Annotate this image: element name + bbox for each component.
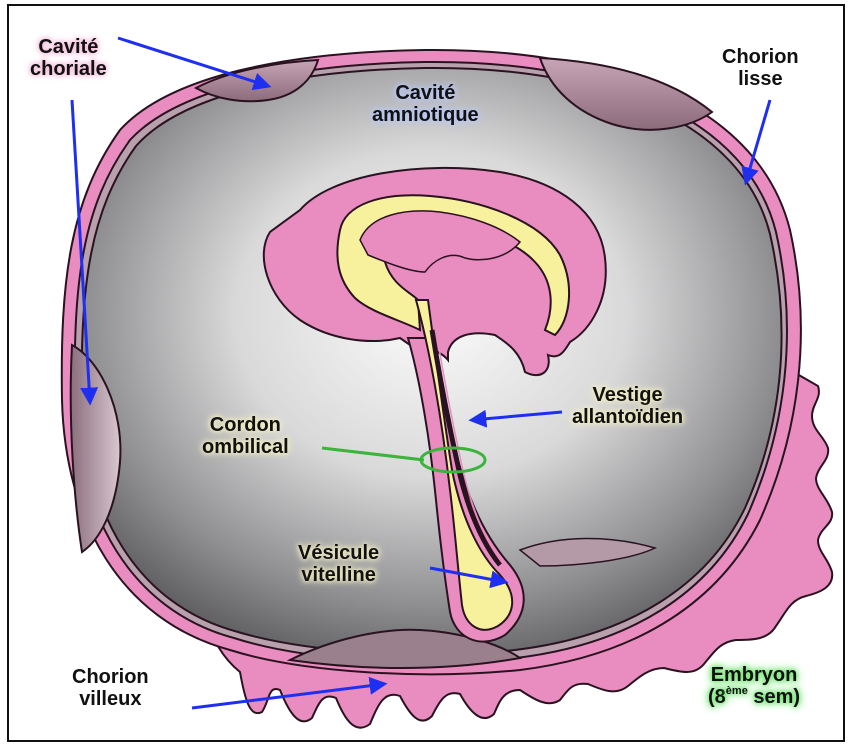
arrow-cavite-choriale-top <box>118 38 268 86</box>
label-chorion-villeux: Chorion villeux <box>72 666 149 710</box>
label-vesicule-vitelline: Vésicule vitelline <box>298 542 379 586</box>
label-cordon-ombilical: Cordon ombilical <box>202 414 289 458</box>
label-cavite-choriale: Cavité choriale <box>30 36 107 80</box>
label-chorion-lisse: Chorion lisse <box>722 46 799 90</box>
label-embryon: Embryon (8ème sem) <box>708 664 800 708</box>
label-vestige-allantoidien: Vestige allantoïdien <box>572 384 683 428</box>
label-cavite-amniotique: Cavité amniotique <box>372 82 479 126</box>
